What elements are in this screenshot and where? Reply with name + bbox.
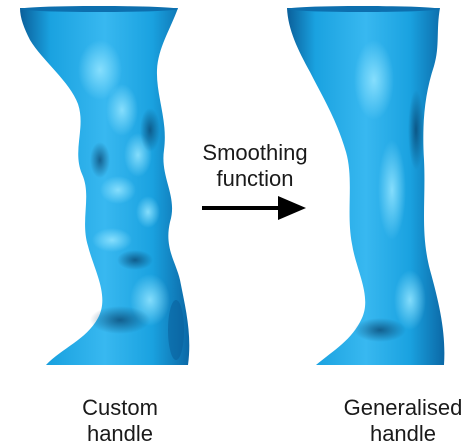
custom-handle-groove	[117, 250, 153, 270]
custom-handle-bump	[136, 196, 160, 228]
smoothing-label-line2: function	[180, 166, 330, 192]
generalised-handle-highlight	[394, 270, 426, 330]
custom-handle-caption-line2: handle	[65, 421, 175, 447]
custom-handle-groove	[168, 300, 184, 360]
generalised-handle-rim	[287, 6, 439, 12]
generalised-handle-caption-line1: Generalised	[328, 395, 473, 421]
smoothing-label-line1: Smoothing	[180, 140, 330, 166]
custom-handle-shape	[20, 6, 189, 365]
custom-handle-bump	[100, 176, 136, 204]
generalised-handle-caption-line2: handle	[328, 421, 473, 447]
custom-handle-groove	[140, 108, 160, 152]
generalised-handle-shade	[354, 318, 406, 342]
custom-handle-groove	[90, 142, 110, 178]
custom-handle-caption-line1: Custom	[65, 395, 175, 421]
generalised-handle-highlight	[354, 40, 394, 120]
arrow-head	[278, 196, 306, 220]
custom-handle-rim	[20, 6, 178, 12]
custom-handle-bump	[78, 40, 122, 100]
right-arrow-icon	[202, 196, 306, 220]
custom-handle-groove	[90, 306, 150, 334]
custom-handle-bump	[92, 228, 132, 252]
generalised-handle-shade	[408, 90, 424, 170]
generalised-handle-highlight	[378, 140, 406, 240]
